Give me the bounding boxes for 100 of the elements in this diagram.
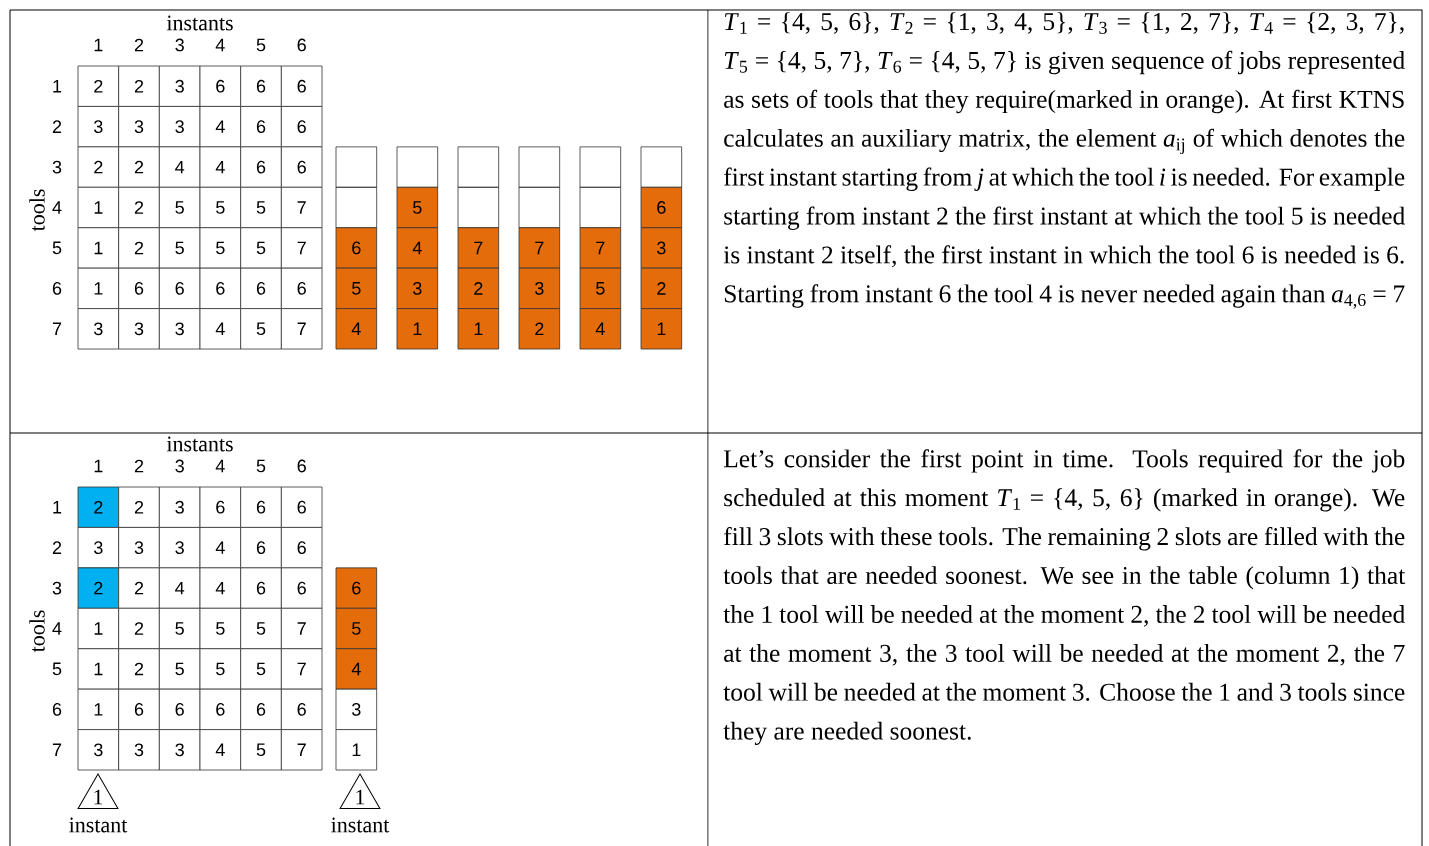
row-number: 4 <box>52 622 62 635</box>
table-cell: 3 <box>77 308 120 350</box>
slot-cell: 1 <box>640 308 683 350</box>
table-cell: 3 <box>77 106 120 148</box>
row-number: 6 <box>52 703 62 716</box>
table-cell: 4 <box>199 567 242 609</box>
row-number: 7 <box>52 322 62 335</box>
row-number: 7 <box>52 743 62 756</box>
table-cell: 2 <box>118 648 160 690</box>
row-number: 3 <box>52 160 62 174</box>
table-cell: 5 <box>240 729 282 771</box>
table-cell: 4 <box>199 729 242 771</box>
slot-cell: 3 <box>335 688 378 730</box>
slot-cell: 5 <box>579 267 622 309</box>
column-number: 2 <box>134 459 144 473</box>
row-number: 2 <box>52 120 62 133</box>
table-cell: 6 <box>240 65 282 107</box>
table-cell: 6 <box>280 567 323 609</box>
table-cell: 2 <box>77 146 120 188</box>
table-cell: 6 <box>199 267 242 309</box>
table-cell: 1 <box>77 688 120 730</box>
table-cell: 1 <box>77 186 120 229</box>
column-number: 4 <box>215 38 225 52</box>
column-number: 3 <box>175 38 184 52</box>
table-cell: 6 <box>280 527 323 569</box>
slot-cell: 6 <box>335 227 378 269</box>
table-cell: 1 <box>77 607 120 650</box>
table-cell: 7 <box>280 227 323 269</box>
table-cell: 3 <box>118 106 160 148</box>
table-cell: 6 <box>240 527 282 569</box>
axis-title: instants <box>166 15 233 31</box>
column-number: 4 <box>215 459 225 473</box>
row-number: 4 <box>52 201 62 214</box>
table-cell: 6 <box>280 65 323 107</box>
slot-cell: 7 <box>457 227 500 269</box>
table-cell: 6 <box>118 688 160 730</box>
table-cell: 1 <box>77 267 120 309</box>
slot-cell: 4 <box>335 308 378 350</box>
paragraph: T$_{1}$ = {4, 5, 6}, T$_{2}$ = {1, 3, 4, 5}, T$_{3}$ = {1, 2, 7}, T$_{4}$ = {2, 3, 7}, T$_{5}$ = {4, 5, 7}, T$_{6}$ = {4, 5, 7} is given sequence of jobs represented as sets of tools that they require(marked in orange). At first KTNS calculates an auxiliary matrix, the element a$_{ij}$ of which denotes the first instant starting fromj at which the tool i is needed. For example starting from instant 2 the first instant at which the tool 5 is needed is instant 2 itself, the first instant in which the tool 6 is needed is 6. Starting from instant 6 the tool 4 is never needed again than a$_{4,6}$ = 7 <box>723 12 1405 309</box>
table-cell: 6 <box>280 486 323 528</box>
table-cell: 6 <box>280 688 323 730</box>
slot-cell: 4 <box>335 648 378 690</box>
slot-cell: 5 <box>396 186 439 229</box>
table-cell: 3 <box>158 729 201 771</box>
slot-cell: 7 <box>579 227 622 269</box>
table-cell: 5 <box>240 186 282 229</box>
row-number: 5 <box>52 662 62 676</box>
column-number: 5 <box>256 38 266 52</box>
marker-caption: instant <box>331 817 390 833</box>
table-cell: 5 <box>158 648 201 690</box>
table-cell: 3 <box>118 308 160 350</box>
slot-cell: 3 <box>396 267 439 309</box>
table-cell: 2 <box>118 146 160 188</box>
table-cell: 6 <box>158 688 201 730</box>
column-number: 5 <box>256 459 266 473</box>
slot-cell: 1 <box>335 729 378 771</box>
table-cell: 6 <box>240 486 282 528</box>
table-cell: 5 <box>199 227 242 269</box>
table-cell: 5 <box>240 648 282 690</box>
table-cell: 1 <box>77 227 120 269</box>
slot-cell: 6 <box>640 186 683 229</box>
paragraph: Let’s consider the first point in time. Tools required for the job scheduled at this moment T$_{1}$ = {4, 5, 6} (marked in orange). We fill 3 slots with these tools. The remaining 2 slots are filled with the tools that are needed soonest. We see in the table (column 1) that the 1 tool will be needed at the moment 2, the 2 tool will be needed at the moment 3, the 3 tool will be needed at the moment 2, the 7 tool will be needed at the moment 3. Choose the 1 and 3 tools since they are needed soonest. <box>723 449 1406 745</box>
table-cell: 3 <box>77 729 120 771</box>
slot-cell: 5 <box>335 607 378 650</box>
table-cell: 6 <box>240 106 282 148</box>
table-cell: 2 <box>118 486 160 528</box>
axis-title: tools <box>29 610 45 653</box>
slot-cell: 6 <box>335 567 378 609</box>
table-cell: 4 <box>158 567 201 609</box>
column-number: 2 <box>134 38 144 52</box>
row-number: 6 <box>52 282 62 295</box>
table-cell: 6 <box>240 567 282 609</box>
slot-cell: 2 <box>640 267 683 309</box>
slot-cell: 2 <box>457 267 500 309</box>
axis-title: instants <box>166 436 233 452</box>
marker-caption: instant <box>69 817 128 833</box>
row-number: 1 <box>53 80 62 93</box>
slot-cell: 3 <box>518 267 561 309</box>
slot-cell: 4 <box>579 308 622 350</box>
column-number: 6 <box>297 38 306 52</box>
table-cell: 4 <box>199 146 242 188</box>
table-cell: 3 <box>158 527 201 569</box>
table-cell: 6 <box>199 486 242 528</box>
table-cell: 4 <box>199 106 242 148</box>
table-cell: 5 <box>240 308 282 350</box>
slot-cell: 4 <box>396 227 439 269</box>
table-cell: 2 <box>77 65 120 107</box>
table-cell: 3 <box>77 527 120 569</box>
table-cell: 5 <box>158 186 201 229</box>
table-cell: 2 <box>118 65 160 107</box>
table-cell: 4 <box>199 308 242 350</box>
column-number: 1 <box>94 459 103 473</box>
table-cell: 7 <box>280 729 323 771</box>
slot-cell: 5 <box>335 267 378 309</box>
table-cell: 2 <box>118 567 160 609</box>
table-cell: 2 <box>118 607 160 650</box>
column-number: 1 <box>94 38 103 52</box>
table-cell: 5 <box>158 227 201 269</box>
row-number: 2 <box>52 541 62 554</box>
table-cell: 5 <box>199 607 242 650</box>
